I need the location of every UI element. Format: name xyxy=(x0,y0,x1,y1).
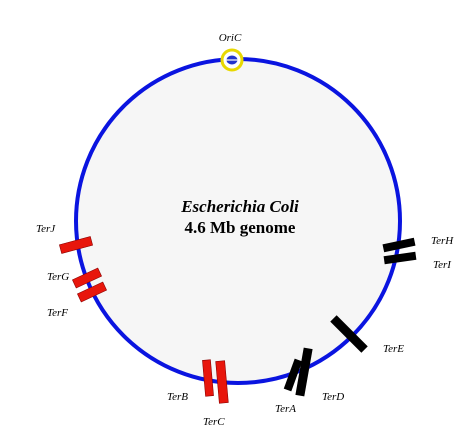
genome-subtitle: 4.6 Mb genome xyxy=(185,218,296,237)
label-tere: TerE xyxy=(383,343,404,355)
ter-site-terg xyxy=(72,267,102,289)
ter-site-terj xyxy=(59,236,93,254)
label-teri: TerI xyxy=(433,259,452,271)
ter-site-terh xyxy=(382,237,416,253)
ter-site-terf xyxy=(77,281,107,303)
ter-site-teri xyxy=(383,251,417,265)
label-terf: TerF xyxy=(47,307,68,319)
origin-marker xyxy=(220,48,244,72)
label-terd: TerD xyxy=(322,391,344,403)
ter-site-tere xyxy=(330,315,368,353)
label-terh: TerH xyxy=(431,235,454,247)
origin-label: OriC xyxy=(219,32,242,44)
genome-title: Escherichia Coli xyxy=(180,197,299,216)
label-terb: TerB xyxy=(167,391,188,403)
ter-site-terd xyxy=(295,347,313,397)
label-tera: TerA xyxy=(275,403,296,415)
label-terc: TerC xyxy=(203,416,225,428)
ter-site-terb xyxy=(202,359,214,397)
ter-site-terc xyxy=(215,360,229,404)
ter-site-tera xyxy=(283,358,303,392)
label-terj: TerJ xyxy=(36,223,56,235)
label-terg: TerG xyxy=(47,271,69,283)
